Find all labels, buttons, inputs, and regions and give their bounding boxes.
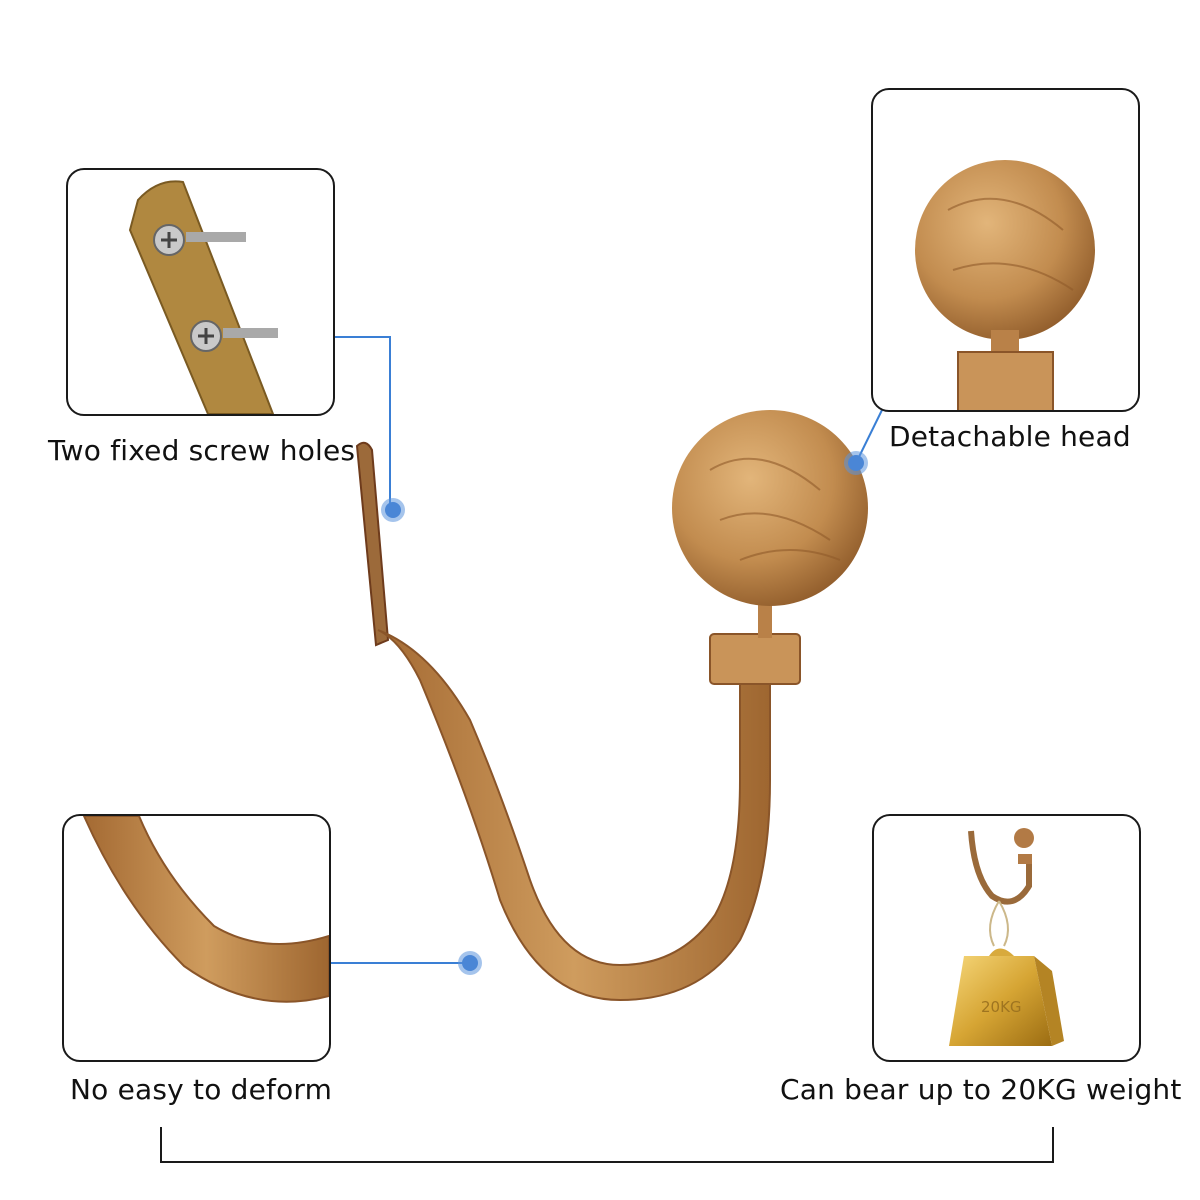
ball-finial-icon <box>915 160 1095 410</box>
detachable-head-label: Detachable head <box>889 420 1131 453</box>
screw-holes-detail-panel <box>66 168 335 416</box>
deform-label: No easy to deform <box>70 1073 333 1106</box>
curved-arm-icon <box>82 816 329 1003</box>
weight-label: Can bear up to 20KG weight <box>780 1073 1182 1106</box>
weight-hanging-icon: 20KG <box>949 828 1064 1046</box>
weight-detail-panel: 20KG <box>872 814 1141 1062</box>
detachable-head-detail-panel <box>871 88 1140 412</box>
screw-holes-label: Two fixed screw holes <box>48 434 356 467</box>
weight-text: 20KG <box>981 998 1022 1016</box>
screw-bracket-icon <box>128 180 278 414</box>
deform-detail-panel <box>62 814 331 1062</box>
